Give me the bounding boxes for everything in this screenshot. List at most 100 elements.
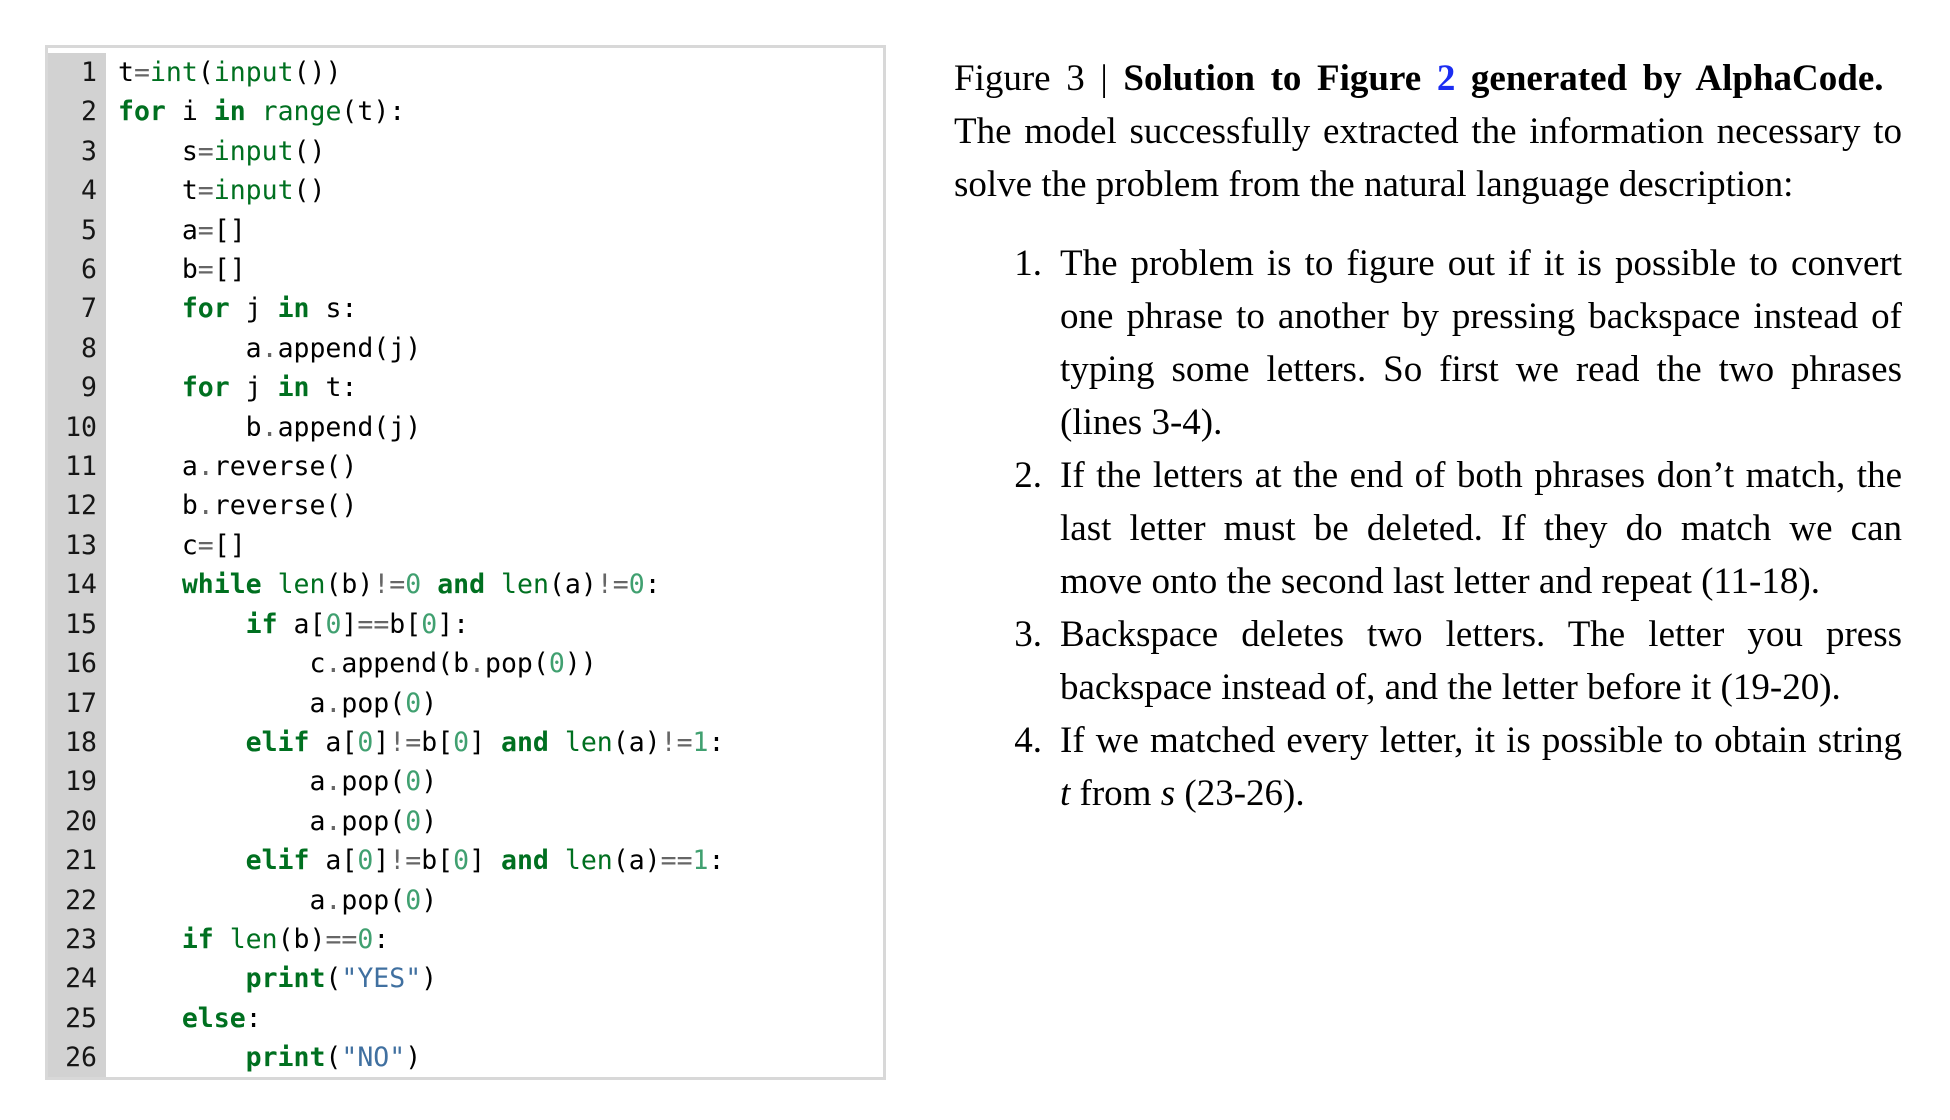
code-token-k: if — [181, 923, 214, 955]
code-token-p: () — [293, 135, 326, 167]
code-text: a.pop(0) — [106, 766, 437, 797]
code-line: 11 a.reverse() — [48, 447, 883, 487]
code-token-p: b — [118, 490, 198, 522]
code-token-k: for — [181, 293, 230, 325]
code-token-p: a[ — [277, 608, 326, 640]
line-number: 17 — [48, 683, 106, 723]
list-item-number: 1. — [1014, 243, 1042, 284]
code-token-o: = — [197, 529, 214, 561]
code-token-b: len — [564, 726, 613, 758]
code-line: 16 c.append(b.pop(0)) — [48, 644, 883, 684]
code-token-n: 0 — [628, 569, 645, 601]
code-token-p: s — [118, 135, 198, 167]
code-line: 15 if a[0]==b[0]: — [48, 604, 883, 645]
line-number: 26 — [48, 1038, 106, 1077]
code-token-n: 1 — [692, 726, 709, 758]
code-token-b: len — [564, 845, 613, 877]
code-token-p: ) — [421, 963, 438, 995]
caption-segment: Solution to Figure — [1123, 58, 1437, 99]
code-token-p: j — [229, 372, 278, 404]
code-token-p: pop( — [341, 884, 406, 916]
line-number: 21 — [48, 841, 106, 881]
code-line: 22 a.pop(0) — [48, 880, 883, 920]
code-line: 19 a.pop(0) — [48, 762, 883, 802]
list-item: 3.Backspace deletes two letters. The let… — [954, 608, 1902, 714]
code-token-o: != — [373, 569, 406, 601]
code-token-o: != — [596, 569, 629, 601]
code-token-p: (a) — [612, 845, 661, 877]
code-token-o: . — [261, 411, 278, 443]
code-token-p: : — [708, 726, 725, 758]
line-number: 9 — [48, 368, 106, 408]
code-token-p — [118, 1003, 182, 1034]
code-token-p — [214, 924, 230, 955]
code-token-p — [246, 96, 262, 127]
code-token-k: elif — [245, 845, 310, 877]
code-token-p: j — [229, 293, 278, 325]
code-token-p: a — [118, 884, 326, 916]
list-item-segment: from — [1070, 773, 1161, 814]
code-token-n: 0 — [405, 805, 422, 837]
code-line: 8 a.append(j) — [48, 328, 883, 369]
code-text: elif a[0]!=b[0] and len(a)!=1: — [106, 726, 725, 758]
code-token-n: 0 — [405, 569, 422, 601]
code-text: if len(b)==0: — [106, 923, 390, 955]
code-token-p — [118, 569, 182, 600]
code-token-o: == — [660, 845, 693, 877]
code-token-p: t: — [309, 372, 358, 404]
list-item-segment: (23-26). — [1175, 773, 1305, 814]
line-number: 1 — [48, 53, 106, 93]
list-item: 1.The problem is to figure out if it is … — [954, 237, 1902, 449]
code-token-k: for — [181, 372, 230, 404]
code-text: a.pop(0) — [106, 688, 437, 719]
code-token-n: 0 — [405, 766, 422, 798]
code-token-k: print — [245, 963, 326, 995]
code-token-p: t — [118, 57, 134, 88]
code-token-p: ] — [373, 845, 390, 877]
code-token-k: and — [501, 726, 549, 758]
code-token-p: [] — [213, 254, 246, 286]
code-token-p — [118, 924, 182, 955]
code-token-p: ) — [421, 884, 438, 916]
code-line: 7 for j in s: — [48, 289, 883, 329]
code-token-b: len — [229, 923, 278, 955]
code-text: a=[] — [106, 215, 246, 246]
code-token-k: print — [245, 1042, 326, 1074]
code-text: print("YES") — [106, 963, 438, 995]
code-token-p: ] — [341, 608, 358, 640]
code-token-p: a — [118, 805, 326, 837]
code-token-o: . — [469, 648, 485, 680]
code-line: 26 print("NO") — [48, 1038, 883, 1077]
code-token-p: a — [118, 332, 262, 364]
figure-2-link[interactable]: 2 — [1436, 58, 1456, 99]
code-token-n: 0 — [453, 845, 470, 877]
list-item-text: If the letters at the end of both phrase… — [1060, 449, 1902, 608]
list-item: 4. If we matched every letter, it is poss… — [954, 714, 1902, 820]
code-token-o: == — [357, 608, 390, 640]
code-token-p: t — [118, 175, 198, 207]
code-token-k: while — [181, 569, 262, 601]
list-item-number: 4. — [1014, 720, 1042, 761]
code-line: 14 while len(b)!=0 and len(a)!=0: — [48, 565, 883, 605]
code-token-p — [485, 569, 501, 600]
list-item-segment: If we matched every letter, it is possib… — [1060, 720, 1902, 761]
code-token-n: 0 — [405, 884, 422, 916]
code-text: print("NO") — [106, 1042, 422, 1074]
code-token-p: c — [118, 529, 198, 561]
code-token-p: ) — [421, 687, 438, 719]
code-token-p: : — [708, 845, 725, 877]
code-token-o: . — [197, 451, 214, 483]
code-text: b.append(j) — [106, 411, 422, 443]
code-token-n: 0 — [421, 608, 438, 640]
code-token-p: : — [644, 569, 661, 601]
line-number: 5 — [48, 210, 106, 251]
code-token-p — [421, 569, 437, 600]
code-token-p: b — [118, 254, 198, 286]
code-line: 3 s=input() — [48, 131, 883, 172]
line-number: 14 — [48, 565, 106, 605]
code-token-p: pop( — [341, 687, 406, 719]
code-token-p: (t): — [341, 96, 406, 128]
code-token-n: 0 — [357, 923, 374, 955]
code-line: 20 a.pop(0) — [48, 801, 883, 842]
